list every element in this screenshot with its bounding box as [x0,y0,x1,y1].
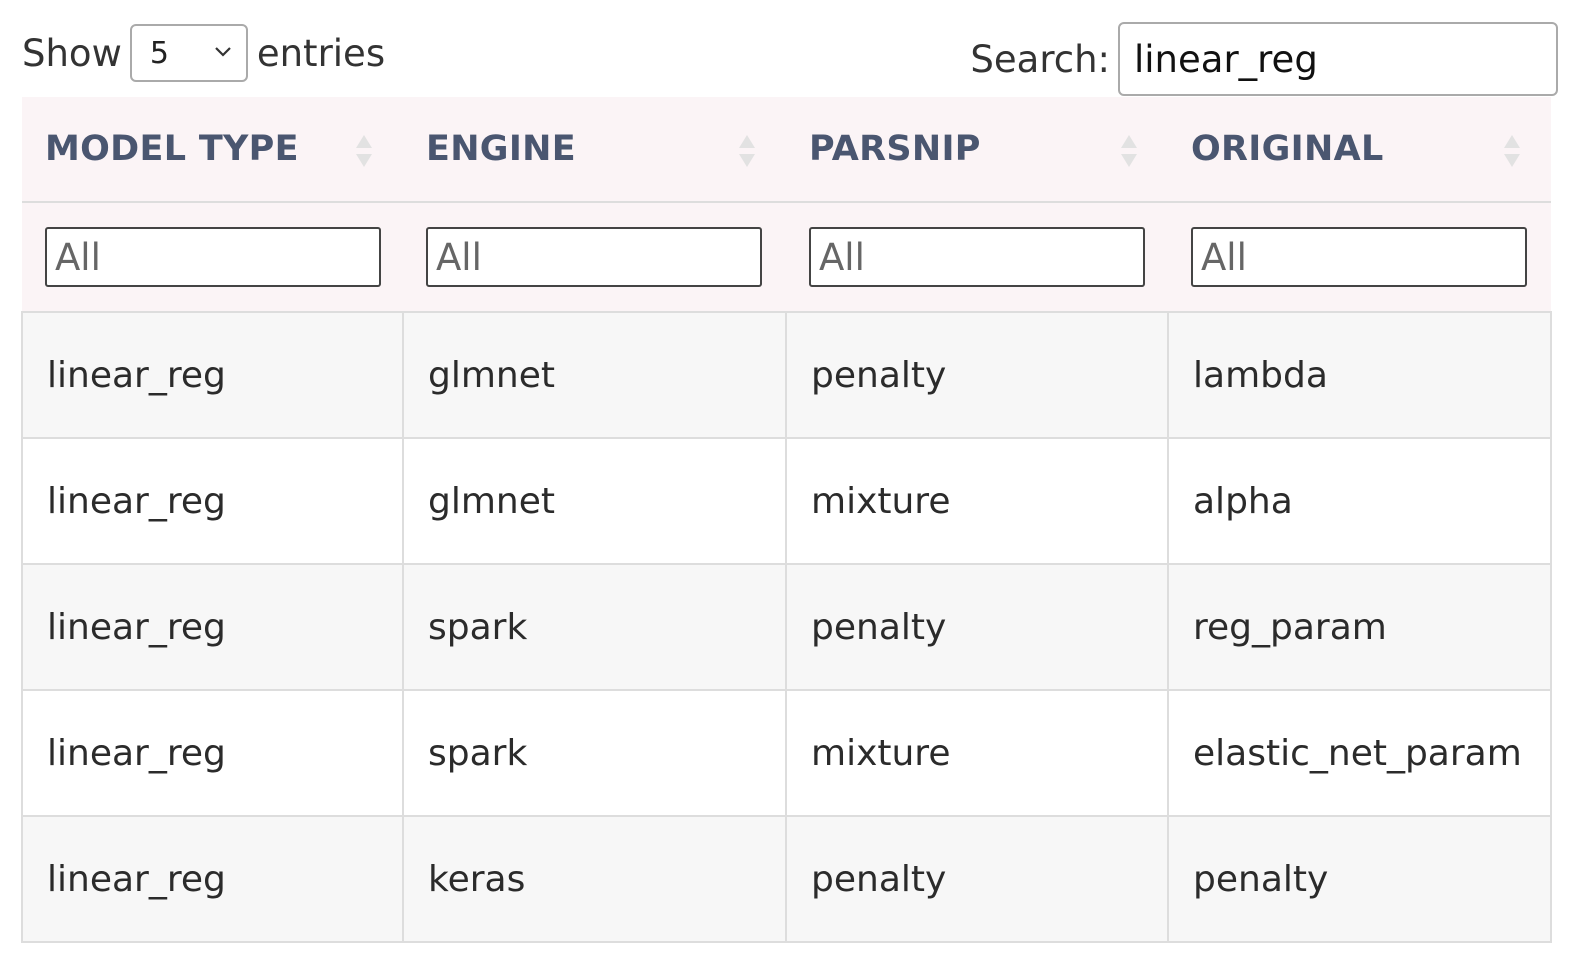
table-cell: spark [402,563,787,691]
filter-row: All All All All [22,202,1551,313]
table-cell: penalty [1167,815,1552,943]
page-length-control: Show 5 entries [22,22,385,84]
table-cell: reg_param [1167,563,1552,691]
table-cell: mixture [785,437,1169,565]
sort-icon [1504,135,1520,167]
table-cell: keras [402,815,787,943]
search-input[interactable]: linear_reg [1118,22,1558,96]
table-row: linear_reg spark mixture elastic_net_par… [21,689,1552,817]
table-cell: linear_reg [21,311,404,439]
column-header-label: ORIGINAL [1191,129,1384,169]
sort-icon [356,135,372,167]
filter-input-model-type[interactable]: All [45,227,381,287]
table-cell: linear_reg [21,689,404,817]
table-cell: glmnet [402,437,787,565]
filter-input-original[interactable]: All [1191,227,1527,287]
table-cell: glmnet [402,311,787,439]
table-cell: penalty [785,563,1169,691]
entries-label: entries [256,31,386,75]
column-header-label: MODEL TYPE [45,129,299,169]
header-row: MODEL TYPE ENGINE PARSNIP [22,97,1551,203]
table-cell: linear_reg [21,437,404,565]
sort-icon [1121,135,1137,167]
table-row: linear_reg spark penalty reg_param [21,563,1552,691]
column-header-engine[interactable]: ENGINE [403,97,786,203]
table-cell: alpha [1167,437,1552,565]
column-header-original[interactable]: ORIGINAL [1168,97,1551,203]
show-label: Show [22,31,122,75]
filter-cell: All [22,202,403,313]
search-label: Search: [970,37,1110,81]
search-control: Search: linear_reg [970,22,1558,96]
table-cell: linear_reg [21,815,404,943]
filter-input-parsnip[interactable]: All [809,227,1145,287]
column-header-label: ENGINE [426,129,576,169]
table-row: linear_reg glmnet mixture alpha [21,437,1552,565]
table-cell: penalty [785,815,1169,943]
table-row: linear_reg glmnet penalty lambda [21,311,1552,439]
column-header-label: PARSNIP [809,129,981,169]
filter-input-engine[interactable]: All [426,227,762,287]
data-table: MODEL TYPE ENGINE PARSNIP [21,97,1552,943]
chevron-down-icon [215,47,231,57]
table-cell: linear_reg [21,563,404,691]
page-length-select[interactable]: 5 [129,24,248,82]
filter-cell: All [1168,202,1551,313]
column-header-parsnip[interactable]: PARSNIP [786,97,1168,203]
table-cell: penalty [785,311,1169,439]
table-controls: Show 5 entries Search: linear_reg [22,0,1558,98]
filter-cell: All [786,202,1168,313]
sort-icon [739,135,755,167]
page-length-value: 5 [149,35,169,71]
table-row: linear_reg keras penalty penalty [21,815,1552,943]
column-header-model-type[interactable]: MODEL TYPE [22,97,403,203]
filter-cell: All [403,202,786,313]
table-cell: spark [402,689,787,817]
table-cell: mixture [785,689,1169,817]
table-cell: lambda [1167,311,1552,439]
table-cell: elastic_net_param [1167,689,1552,817]
